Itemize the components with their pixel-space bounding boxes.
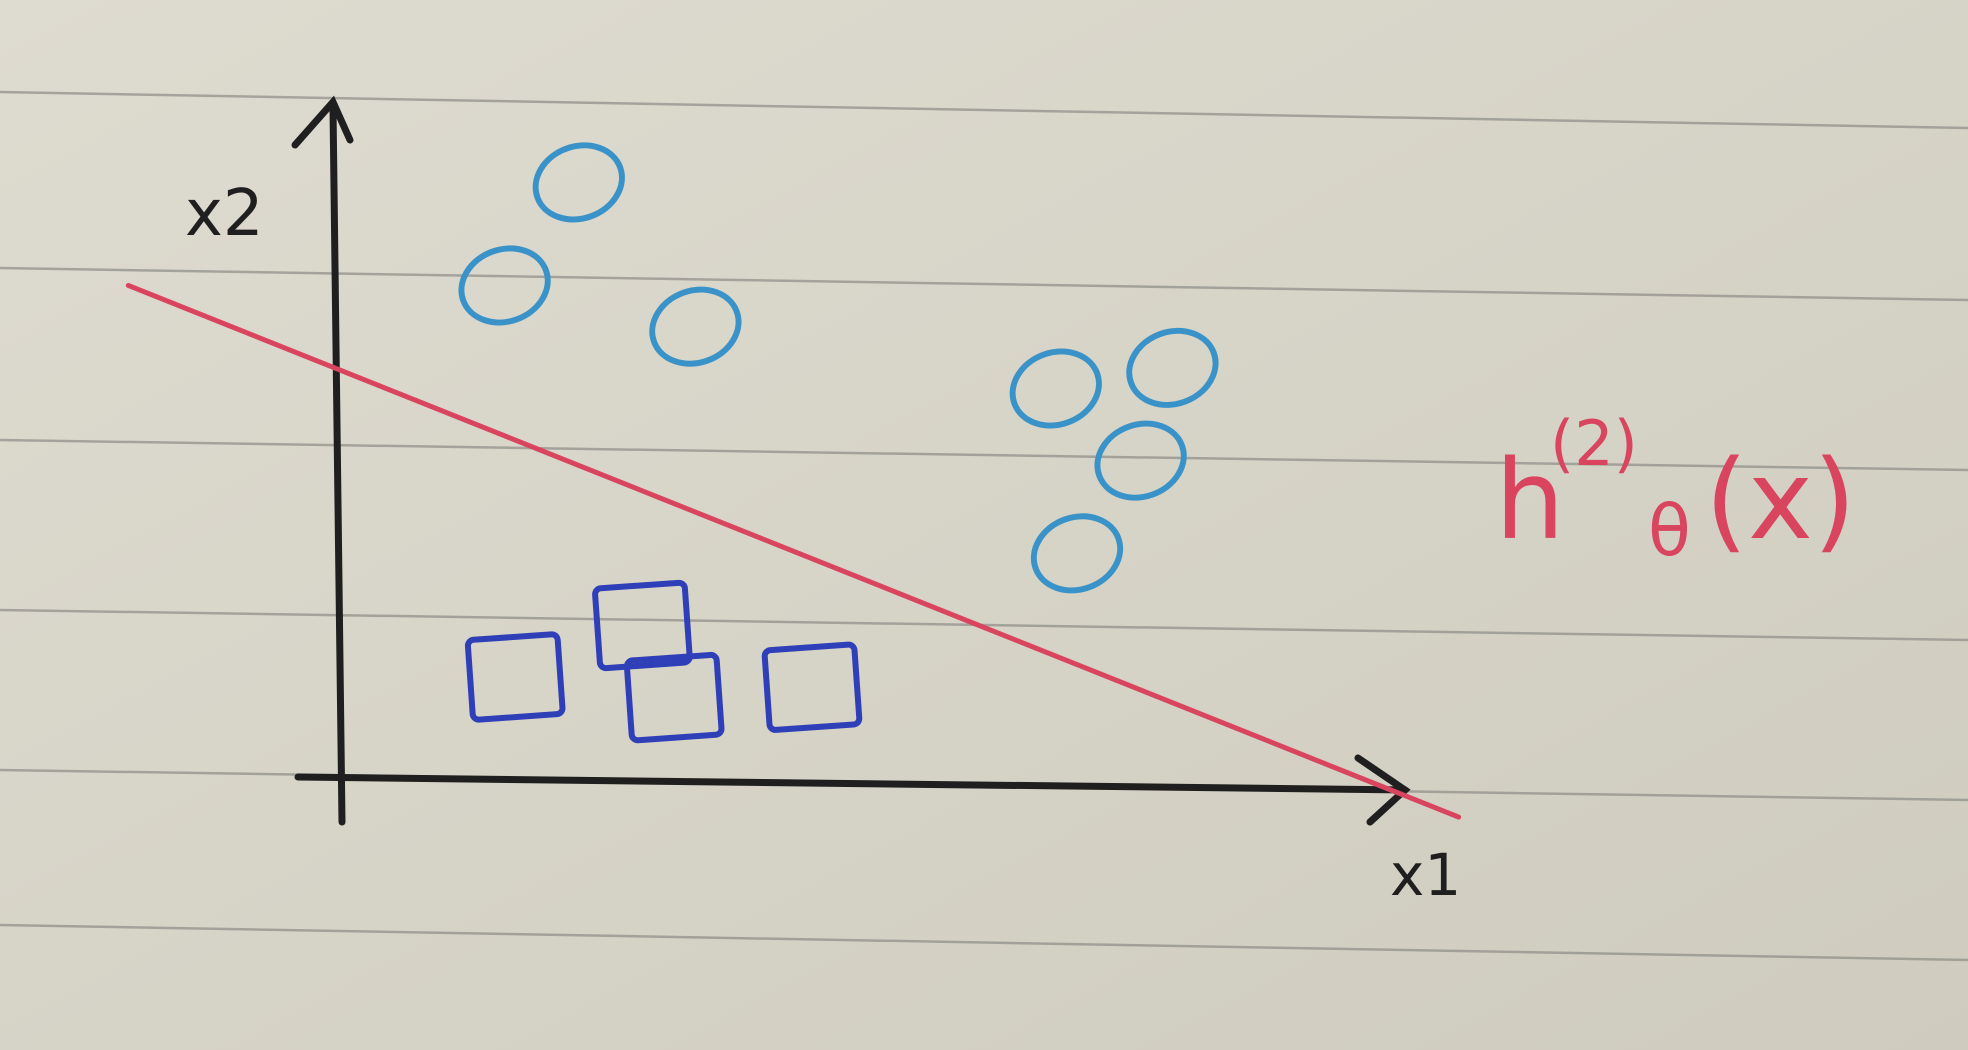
axes	[291, 95, 1411, 826]
circle-point-5	[1126, 327, 1219, 408]
data-points	[458, 142, 1219, 744]
square-point-4	[761, 641, 863, 733]
annotation-superscript: (2)	[1550, 407, 1638, 480]
circle-point-2	[458, 245, 551, 326]
y-axis-arrowhead	[291, 95, 354, 149]
circle-point-1	[532, 142, 625, 223]
x-axis-line	[294, 773, 1409, 794]
hypothesis-annotation: h (2) θ (x)	[1495, 407, 1856, 572]
circle-point-7	[1030, 513, 1124, 594]
y-axis-line	[329, 104, 346, 826]
circle-point-4	[1009, 348, 1102, 429]
x-axis-arrowhead	[1354, 754, 1411, 826]
square-point-1	[464, 631, 566, 723]
annotation-subscript: θ	[1648, 490, 1691, 572]
square-point-2	[592, 579, 693, 672]
decision-boundary-line	[125, 282, 1462, 820]
x-axis-label: x1	[1390, 841, 1461, 909]
annotation-base: h	[1495, 436, 1565, 564]
y-axis-label: x2	[185, 177, 264, 251]
circle-point-3	[649, 286, 742, 367]
square-point-3	[623, 651, 725, 744]
annotation-argument: (x)	[1705, 436, 1856, 564]
circle-point-6	[1094, 420, 1187, 501]
